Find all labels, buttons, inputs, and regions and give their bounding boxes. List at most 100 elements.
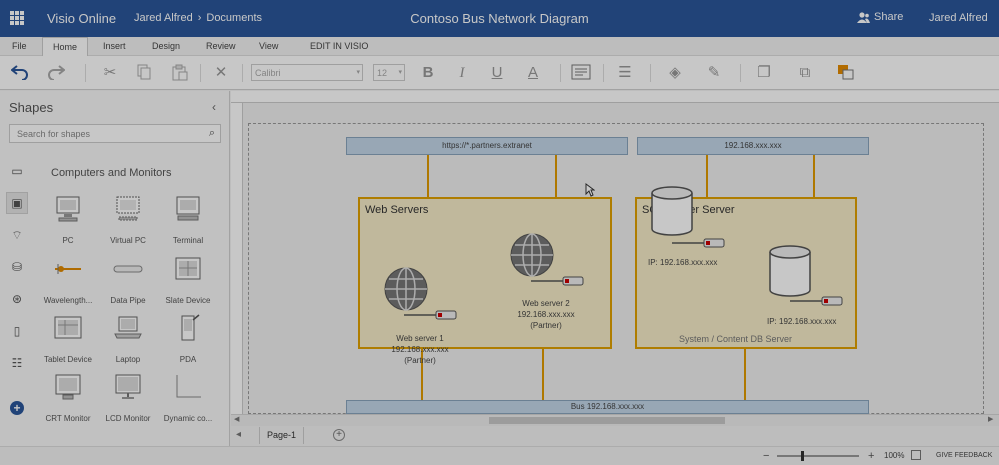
category-racks-icon[interactable]: ☷ bbox=[11, 356, 23, 370]
web-server-1-globe-icon[interactable] bbox=[383, 266, 429, 312]
add-page-icon[interactable]: + bbox=[333, 429, 345, 441]
italic-button[interactable]: I bbox=[459, 65, 465, 81]
font-color-button[interactable]: A bbox=[527, 64, 538, 81]
tab-design[interactable]: Design bbox=[152, 41, 181, 51]
text-box-button[interactable] bbox=[570, 64, 592, 82]
stencil-pda[interactable]: PDA bbox=[158, 314, 218, 364]
add-stencil-icon[interactable]: + bbox=[10, 401, 24, 415]
page-tab-1[interactable]: Page-1 bbox=[259, 427, 305, 444]
connector-line[interactable] bbox=[813, 154, 815, 197]
connector-line[interactable] bbox=[706, 154, 708, 197]
give-feedback-link[interactable]: GIVE FEEDBACK bbox=[936, 452, 993, 459]
tab-edit-in-visio[interactable]: EDIT IN VISIO bbox=[310, 41, 369, 51]
horizontal-scrollbar[interactable]: ◀ ▶ bbox=[231, 414, 999, 426]
bring-forward-button[interactable]: ❐ bbox=[752, 64, 776, 82]
category-devices-icon[interactable]: ▯ bbox=[13, 324, 21, 338]
paste-button[interactable] bbox=[170, 64, 190, 82]
web-server-2-label[interactable]: Web server 2 192.168.xxx.xxx (Partner) bbox=[517, 299, 575, 330]
zoom-percent[interactable]: 100% bbox=[884, 451, 905, 460]
redo-button[interactable] bbox=[46, 64, 66, 82]
arrange-button[interactable] bbox=[834, 64, 858, 82]
search-icon[interactable]: ⌕ bbox=[208, 127, 215, 139]
breadcrumb-folder[interactable]: Documents bbox=[206, 12, 263, 24]
bus-shape[interactable]: Bus 192.168.xxx.xxx bbox=[346, 400, 869, 414]
stencil-category-rail: ▭ ▣ ⌔ ⛁ ⊛ ▯ ☷ + bbox=[0, 155, 34, 465]
stencil-dynamic-connector[interactable]: Dynamic co... bbox=[158, 373, 218, 423]
copy-button[interactable] bbox=[134, 64, 154, 82]
stencil-virtual-pc[interactable]: Virtual PC bbox=[98, 195, 158, 245]
app-launcher-icon[interactable] bbox=[10, 11, 24, 25]
stencil-slate-device[interactable]: Slate Device bbox=[158, 255, 218, 305]
stencil-terminal[interactable]: Terminal bbox=[158, 195, 218, 245]
share-button[interactable]: Share bbox=[857, 11, 903, 23]
app-name[interactable]: Visio Online bbox=[47, 11, 117, 26]
group-icon: ⧉ bbox=[799, 64, 811, 81]
breadcrumb-owner[interactable]: Jared Alfred bbox=[134, 12, 193, 24]
tab-review[interactable]: Review bbox=[206, 41, 236, 51]
zoom-in-button[interactable]: + bbox=[868, 450, 875, 462]
db-server-1-cylinder-icon[interactable] bbox=[650, 186, 694, 236]
pen-line-icon: ✎ bbox=[707, 64, 721, 81]
undo-button[interactable] bbox=[10, 64, 30, 82]
user-account[interactable]: Jared Alfred bbox=[929, 12, 988, 24]
page-nav-left-icon[interactable]: ◂ bbox=[236, 429, 242, 440]
web-server-1-label[interactable]: Web server 1 192.168.xxx.xxx (Partner) bbox=[391, 334, 449, 365]
fit-to-window-icon[interactable] bbox=[911, 450, 921, 460]
font-name-dropdown[interactable]: Calibri bbox=[251, 64, 363, 81]
fill-button[interactable]: ◈ bbox=[663, 64, 687, 82]
scroll-left-arrow-icon[interactable]: ◀ bbox=[234, 416, 240, 423]
extranet-segment-shape[interactable]: https://*.partners.extranet bbox=[346, 137, 628, 155]
collapse-panel-chevron-icon[interactable]: ‹ bbox=[212, 100, 216, 114]
align-button[interactable]: ☰ bbox=[613, 64, 637, 82]
connector-line[interactable] bbox=[421, 349, 423, 400]
underline-button[interactable]: U bbox=[491, 64, 503, 81]
category-connectors-icon[interactable]: ⊛ bbox=[11, 292, 23, 306]
font-size-dropdown[interactable]: 12 bbox=[373, 64, 405, 81]
shapes-search-input[interactable]: Search for shapes ⌕ bbox=[9, 124, 221, 143]
category-basic-icon[interactable]: ▭ bbox=[11, 164, 23, 178]
stencil-data-pipe[interactable]: Data Pipe bbox=[98, 255, 158, 305]
zoom-slider[interactable] bbox=[777, 451, 859, 461]
stencil-tablet-device[interactable]: Tablet Device bbox=[38, 314, 98, 364]
zoom-out-button[interactable]: − bbox=[763, 450, 770, 462]
delete-button[interactable]: ✕ bbox=[211, 64, 231, 82]
cut-button[interactable]: ✂ bbox=[100, 64, 120, 82]
stencil-laptop[interactable]: Laptop bbox=[98, 314, 158, 364]
scrollbar-thumb[interactable] bbox=[489, 417, 725, 424]
stencil-pc[interactable]: PC bbox=[38, 195, 98, 245]
stencil-wavelength[interactable]: Wavelength... bbox=[38, 255, 98, 305]
status-bar: − + 100% GIVE FEEDBACK bbox=[0, 446, 999, 465]
tab-home[interactable]: Home bbox=[42, 37, 89, 56]
ip-segment-shape[interactable]: 192.168.xxx.xxx bbox=[637, 137, 869, 155]
toolbar-divider bbox=[200, 64, 201, 82]
scroll-right-arrow-icon[interactable]: ▶ bbox=[988, 416, 994, 423]
tab-file[interactable]: File bbox=[12, 41, 27, 51]
connector-line[interactable] bbox=[542, 349, 544, 400]
db-server-2-cylinder-icon[interactable] bbox=[768, 245, 812, 297]
group-button[interactable]: ⧉ bbox=[793, 64, 817, 82]
toolbar-divider bbox=[242, 64, 243, 82]
category-servers-icon[interactable]: ⛁ bbox=[11, 260, 23, 274]
redo-icon bbox=[48, 65, 66, 81]
category-computers-icon[interactable]: ▣ bbox=[6, 192, 28, 214]
document-title[interactable]: Contoso Bus Network Diagram bbox=[410, 11, 589, 26]
title-bar: Visio Online Jared Alfred›Documents Cont… bbox=[0, 0, 999, 37]
db-server-2-ip-label[interactable]: IP: 192.168.xxx.xxx bbox=[767, 317, 837, 326]
stencil-crt-monitor[interactable]: CRT Monitor bbox=[38, 373, 98, 423]
stencil-category-title: Computers and Monitors bbox=[51, 167, 172, 179]
tab-insert[interactable]: Insert bbox=[103, 41, 126, 51]
db-server-1-ip-label[interactable]: IP: 192.168.xxx.xxx bbox=[648, 258, 718, 267]
web-server-2-globe-icon[interactable] bbox=[509, 232, 555, 278]
connector-line[interactable] bbox=[744, 349, 746, 400]
category-network-icon[interactable]: ⌔ bbox=[11, 228, 23, 242]
scissors-icon: ✂ bbox=[103, 64, 117, 81]
connector-line[interactable] bbox=[427, 154, 429, 197]
zoom-slider-knob[interactable] bbox=[801, 451, 804, 461]
stencil-lcd-monitor[interactable]: LCD Monitor bbox=[98, 373, 158, 423]
bold-button[interactable]: B bbox=[422, 64, 434, 81]
tab-view[interactable]: View bbox=[259, 41, 279, 51]
line-button[interactable]: ✎ bbox=[702, 64, 726, 82]
connector-line[interactable] bbox=[555, 154, 557, 197]
breadcrumb: Jared Alfred›Documents bbox=[134, 12, 262, 24]
toolbar-divider bbox=[85, 64, 86, 82]
